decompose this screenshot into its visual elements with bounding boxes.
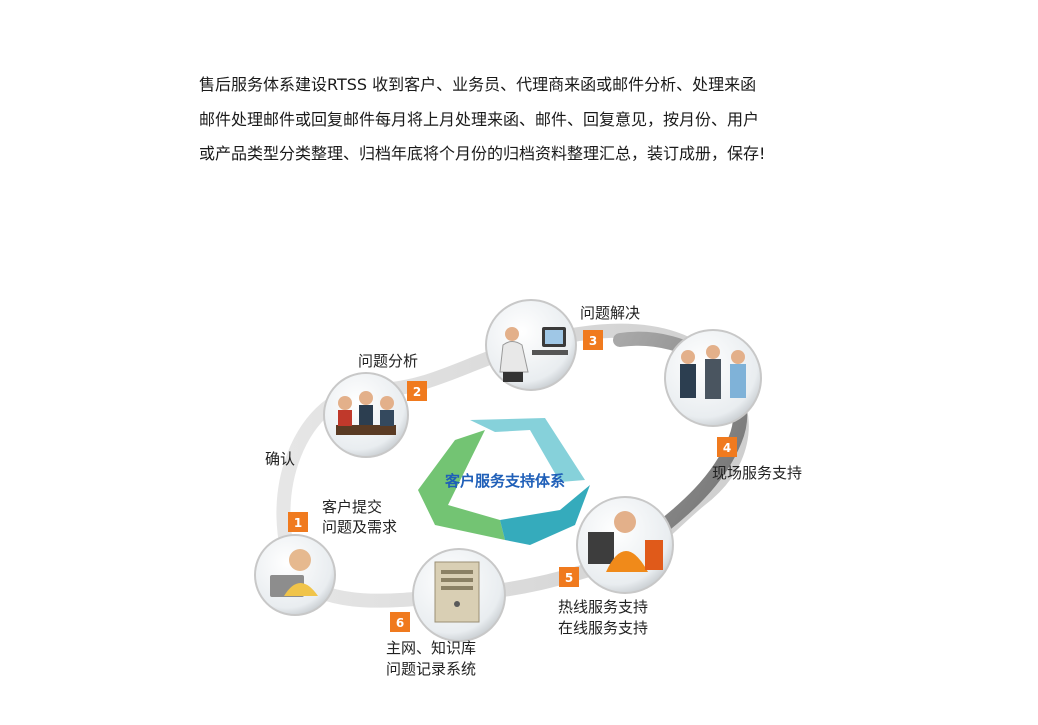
center-recycle-icon: 客户服务支持体系 [418, 418, 590, 545]
confirm-label: 确认 [265, 450, 295, 468]
step-2-badge: 2 [413, 385, 421, 399]
step-2-label: 问题分析 [358, 352, 418, 370]
meeting-icon [336, 391, 396, 435]
intro-line-2: 邮件处理邮件或回复邮件每月将上月处理来函、邮件、回复意见，按月份、用户 [199, 109, 760, 129]
step-4-label: 现场服务支持 [712, 464, 802, 482]
step-1-label-line-1: 客户提交 [322, 498, 382, 516]
step-5-label-line-1: 热线服务支持 [558, 598, 648, 616]
phone-operator-icon [270, 549, 318, 597]
step-3-label: 问题解决 [580, 304, 640, 322]
intro-line-1: 售后服务体系建设RTSS 收到客户、业务员、代理商来函或邮件分析、处理来函 [199, 75, 757, 94]
step-1-badge: 1 [294, 516, 302, 530]
headset-agent-icon [588, 511, 663, 572]
step-4-badge: 4 [723, 441, 731, 455]
step-6-label-line-2: 问题记录系统 [386, 660, 476, 678]
center-title: 客户服务支持体系 [444, 472, 565, 490]
step-3-badge: 3 [589, 334, 597, 348]
server-icon [434, 561, 480, 623]
technician-computer-icon [499, 327, 568, 382]
step-1-label-line-2: 问题及需求 [322, 518, 397, 536]
step-1-node: 1 客户提交 问题及需求 [254, 498, 397, 616]
step-4-node: 4 现场服务支持 [664, 329, 802, 482]
step-6-node: 6 主网、知识库 问题记录系统 [386, 548, 506, 678]
step-5-node: 5 热线服务支持 在线服务支持 [558, 496, 674, 637]
step-5-label-line-2: 在线服务支持 [558, 619, 648, 637]
step-6-badge: 6 [396, 616, 404, 630]
step-5-badge: 5 [565, 571, 573, 585]
handshake-icon [680, 345, 746, 399]
intro-line-3: 或产品类型分类整理、归档年底将个月份的归档资料整理汇总，装订成册，保存! [199, 144, 766, 163]
intro-paragraph: 售后服务体系建设RTSS 收到客户、业务员、代理商来函或邮件分析、处理来函 邮件… [199, 68, 879, 172]
step-2-node: 2 问题分析 [323, 352, 427, 458]
step-3-node: 3 问题解决 [485, 299, 640, 391]
step-6-label-line-1: 主网、知识库 [386, 639, 476, 657]
